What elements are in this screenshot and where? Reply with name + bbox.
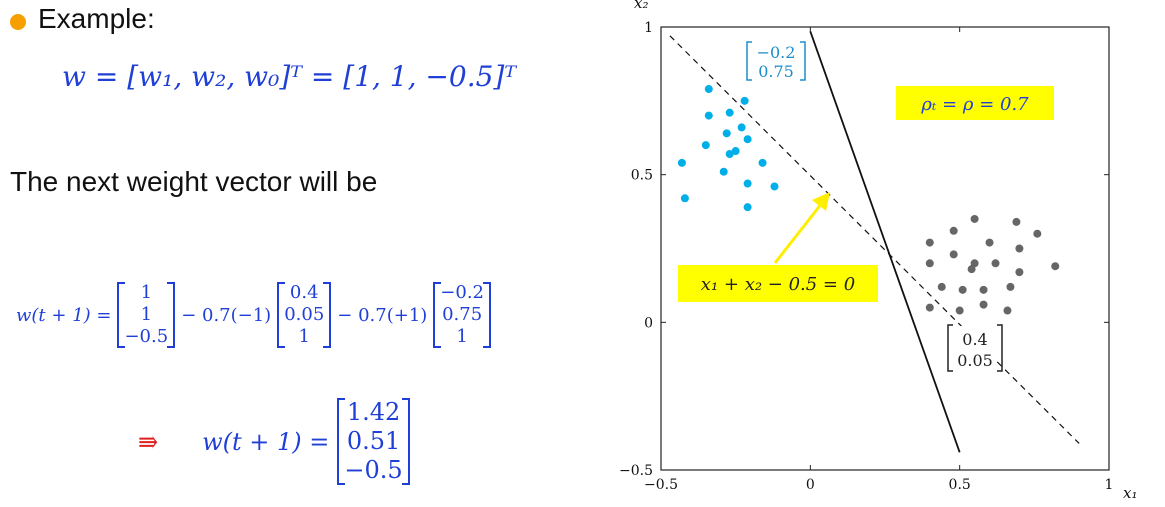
- x-axis-label: x₁: [1123, 484, 1137, 502]
- y-tick-label: 0.5: [631, 168, 653, 184]
- x-tick-label: 0: [806, 477, 815, 493]
- class2-point: [925, 303, 934, 312]
- result-vector-entry: 1.42: [346, 398, 401, 426]
- x-tick-label: 1: [1105, 477, 1114, 493]
- w-vector-entry: −0.5: [124, 326, 169, 347]
- x-tick-label: −0.5: [644, 477, 678, 493]
- class1-point: [725, 149, 734, 158]
- result-equation: ⇛ w(t + 1) = 1.42 0.51 −0.5: [138, 398, 410, 485]
- weight-equation: w = [w₁, w₂, w₀]ᵀ = [1, 1, −0.5]ᵀ: [62, 60, 517, 93]
- class2-point: [991, 259, 1000, 268]
- y-axis-label: x₂: [634, 0, 648, 12]
- term2-coefficient: − 0.7(+1): [337, 304, 428, 326]
- x2-vector-entry: 0.75: [442, 304, 483, 325]
- result-vector: 1.42 0.51 −0.5: [337, 398, 410, 485]
- class1-point: [704, 85, 713, 94]
- vector-dark-entry: 0.05: [957, 351, 993, 370]
- next-weight-sentence: The next weight vector will be: [10, 166, 378, 197]
- axis-ticks: −0.5 0 0.5 1 1 0.5 0 −0.5: [619, 20, 1113, 493]
- decision-lines: [669, 31, 1080, 453]
- data-points: [677, 85, 1060, 315]
- class1-point: [743, 179, 752, 188]
- x2-vector: −0.2 0.75 1: [433, 282, 492, 348]
- class2-point: [925, 259, 934, 268]
- term1-coefficient: − 0.7(−1): [181, 304, 272, 326]
- rho-annotation: ρₜ = ρ = 0.7: [920, 94, 1029, 115]
- x1-vector-entry: 0.05: [284, 304, 325, 325]
- result-vector-entry: 0.51: [346, 427, 401, 455]
- class1-point: [725, 108, 734, 117]
- rho-annotation-box: [896, 86, 1054, 120]
- class2-point: [949, 226, 958, 235]
- class2-point: [1003, 306, 1012, 315]
- x1-vector: 0.4 0.05 1: [277, 282, 332, 348]
- result-vector-entry: −0.5: [344, 456, 403, 484]
- class2-point: [925, 238, 934, 247]
- w-vector-entry: 1: [140, 282, 153, 303]
- class2-point: [967, 265, 976, 274]
- x1-vector-entry: 0.4: [289, 282, 319, 303]
- class1-point: [758, 158, 767, 167]
- x-tick-label: 0.5: [949, 477, 971, 493]
- class2-point: [1033, 229, 1042, 238]
- x1-vector-entry: 1: [298, 326, 310, 347]
- class2-point: [1006, 282, 1015, 291]
- y-tick-label: 0: [644, 315, 653, 331]
- class2-point: [1051, 262, 1060, 271]
- class2-point: [985, 238, 994, 247]
- arrow-icon: [773, 192, 830, 264]
- vector-label-dark: 0.4 0.05: [947, 324, 1003, 372]
- updated-decision-line: [809, 31, 961, 453]
- class2-point: [955, 306, 964, 315]
- line-equation-box: [678, 265, 878, 302]
- class1-point: [722, 129, 731, 138]
- initial-decision-line: [669, 35, 1080, 444]
- class2-point: [1012, 217, 1021, 226]
- class2-point: [970, 259, 979, 268]
- x2-vector-entry: 1: [456, 326, 468, 347]
- class2-point: [958, 285, 967, 294]
- update-lhs: w(t + 1) =: [16, 304, 112, 326]
- w-vector: 1 1 −0.5: [117, 282, 176, 348]
- class2-point: [979, 300, 988, 309]
- class2-point: [979, 285, 988, 294]
- class2-point: [949, 250, 958, 259]
- class1-point: [701, 141, 710, 150]
- class1-point: [719, 167, 728, 176]
- class2-point: [1015, 244, 1024, 253]
- class1-point: [770, 182, 779, 191]
- y-tick-label: 1: [644, 20, 653, 36]
- class1-point: [677, 158, 686, 167]
- class2-point: [1015, 268, 1024, 277]
- bullet-dot: [10, 14, 26, 30]
- vector-blue-entry: 0.75: [758, 62, 794, 81]
- class1-point: [743, 135, 752, 144]
- class1-point: [743, 203, 752, 212]
- vector-label-blue: −0.2 0.75: [746, 41, 806, 81]
- class1-point: [704, 111, 713, 120]
- implies-arrow-icon: ⇛: [138, 427, 159, 456]
- class1-point: [740, 96, 749, 105]
- vector-dark-entry: 0.4: [962, 330, 987, 349]
- scatter-chart: −0.5 0 0.5 1 1 0.5 0 −0.5 x₂ x₁ ρₜ = ρ = 0.7 x₁…: [619, 0, 1137, 502]
- class2-point: [970, 214, 979, 223]
- update-equation: w(t + 1) = 1 1 −0.5 − 0.7(−1) 0.4 0.05 1…: [14, 282, 495, 348]
- class2-point: [937, 282, 946, 291]
- w-vector-entry: 1: [140, 304, 153, 325]
- line-equation-annotation: x₁ + x₂ − 0.5 = 0: [701, 274, 855, 295]
- result-lhs: w(t + 1) =: [202, 427, 330, 456]
- y-tick-label: −0.5: [619, 463, 653, 479]
- class1-point: [737, 123, 746, 132]
- class1-point: [680, 194, 689, 203]
- class1-point: [731, 147, 740, 156]
- x2-vector-entry: −0.2: [440, 282, 485, 303]
- example-heading: Example:: [38, 3, 155, 34]
- vector-blue-entry: −0.2: [757, 43, 796, 62]
